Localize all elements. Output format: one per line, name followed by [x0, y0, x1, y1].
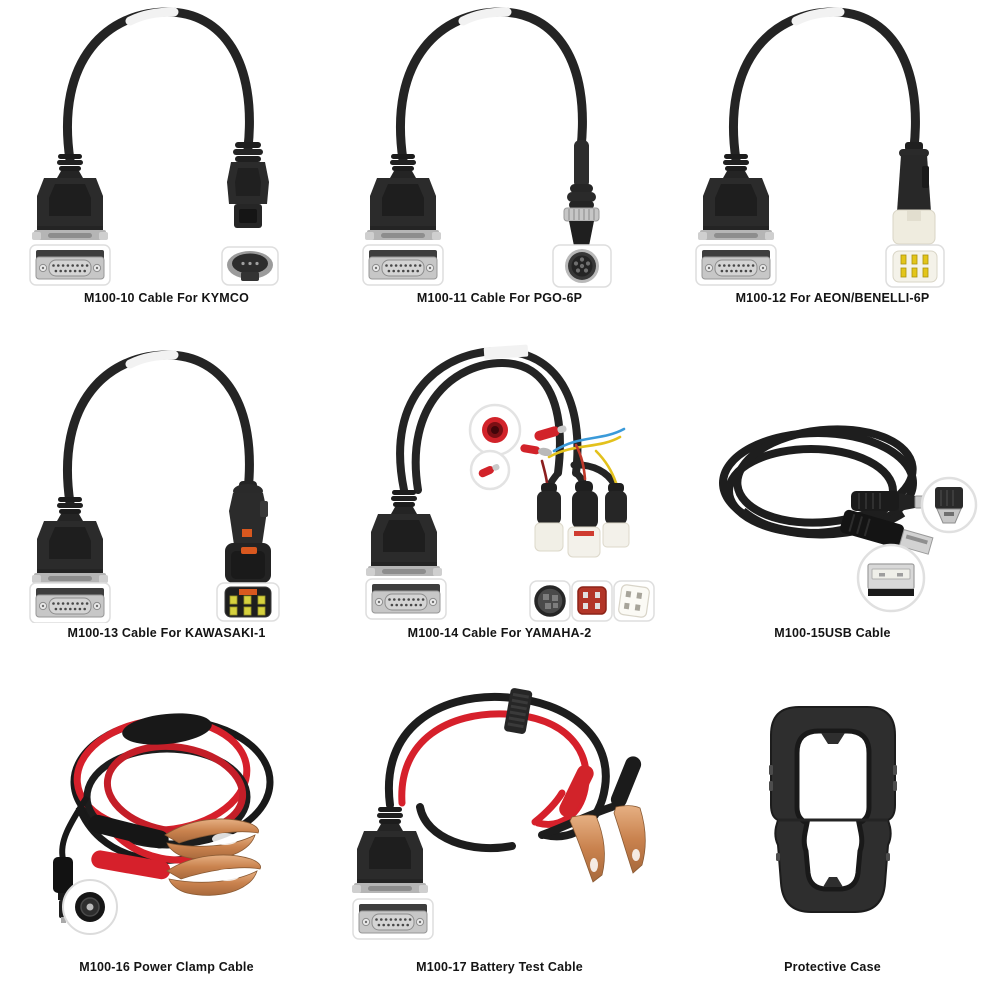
magnifier-callout-ring-terminal: [468, 403, 521, 457]
product-caption: Protective Case: [784, 960, 881, 974]
red-crimp-terminals: [519, 425, 567, 457]
kymco-plug-face-inset: [220, 246, 279, 286]
cable-label-band: [130, 355, 174, 364]
product-caption: M100-16 Power Clamp Cable: [79, 960, 254, 974]
product-caption: M100-12 For AEON/BENELLI-6P: [735, 291, 930, 305]
product-caption: M100-10 Cable For KYMCO: [83, 291, 250, 305]
velcro-strap: [503, 688, 532, 734]
branch-connectors: [534, 481, 629, 558]
magnifier-callout-barrel-tip: [61, 879, 118, 935]
product-caption: M100-15USB Cable: [774, 626, 891, 640]
product-caption: M100-13 Cable For KAWASAKI-1: [67, 626, 266, 640]
product-item-m100-14: M100-14 Cable For YAMAHA-2: [333, 333, 666, 667]
red-plug-face-inset: [570, 580, 613, 622]
product-item-m100-12: M100-12 For AEON/BENELLI-6P: [666, 0, 999, 333]
product-photo-yamaha-cable: [364, 344, 655, 622]
product-caption: M100-14 Cable For YAMAHA-2: [407, 626, 592, 640]
alligator-clip-red: [90, 850, 261, 896]
kymco-connector: [226, 142, 269, 228]
magnifier-callout-mini-usb: [920, 476, 977, 534]
product-photo-aeon-cable: [694, 0, 945, 288]
db15-face-inset: [351, 898, 434, 940]
db15-connector: [31, 497, 108, 583]
cable-splitter-molding: [121, 713, 212, 745]
kawasaki-plug-face-inset: [215, 582, 280, 622]
db15-face-inset: [694, 244, 777, 286]
mini-usb-connector: [850, 491, 929, 511]
db15-connector: [364, 154, 441, 240]
aeon-plug-face-inset: [884, 244, 945, 288]
product-photo-battery-test-cable: [351, 688, 646, 940]
coiled-cable: [718, 425, 917, 539]
db15-face-inset: [364, 578, 447, 620]
product-item-protective-case: Protective Case: [666, 667, 999, 1000]
colored-wires: [540, 427, 625, 485]
aeon-connector: [892, 142, 935, 245]
product-item-m100-16: M100-16 Power Clamp Cable: [0, 667, 333, 1000]
db15-connector: [351, 807, 428, 893]
product-photo-usb-cable: [718, 425, 977, 613]
product-photo-power-clamp-cable: [52, 713, 273, 935]
cable-label-band: [463, 12, 507, 21]
product-caption: M100-11 Cable For PGO-6P: [416, 291, 583, 305]
pgo-round-face-inset: [551, 244, 612, 288]
product-item-m100-10: M100-10 Cable For KYMCO: [0, 0, 333, 333]
cable-label-band: [483, 344, 528, 360]
db15-connector: [365, 490, 442, 576]
rubber-case: [768, 706, 897, 913]
cable-label-band: [796, 12, 840, 21]
product-caption: M100-17 Battery Test Cable: [416, 960, 583, 974]
magnifier-callout-usb-a: [856, 543, 925, 613]
cable-label-band: [130, 12, 174, 21]
product-photo-pgo-cable: [361, 0, 612, 288]
alligator-clip-red: [558, 765, 605, 883]
db15-face-inset: [361, 244, 444, 286]
alligator-clip-black: [610, 756, 646, 874]
round-plug-face-inset: [528, 580, 571, 622]
product-photo-kymco-cable: [28, 0, 279, 286]
pgo-round-connector: [563, 140, 599, 246]
db15-connector: [31, 154, 108, 240]
product-item-m100-11: M100-11 Cable For PGO-6P: [333, 0, 666, 333]
kawasaki-connector: [224, 481, 271, 583]
db15-connector: [697, 154, 774, 240]
magnifier-callout-bullet-terminal: [469, 449, 510, 491]
db15-face-inset: [28, 244, 111, 286]
product-item-m100-17: M100-17 Battery Test Cable: [333, 667, 666, 1000]
db15-face-inset: [28, 582, 111, 623]
alligator-clip-black: [88, 814, 259, 860]
product-photo-kawasaki-cable: [28, 333, 280, 623]
usb-a-connector: [839, 509, 933, 555]
product-photo-protective-case: [768, 706, 897, 913]
white-plug-face-inset: [612, 580, 655, 622]
product-item-m100-13: M100-13 Cable For KAWASAKI-1: [0, 333, 333, 667]
product-item-m100-15: M100-15USB Cable: [666, 333, 999, 667]
